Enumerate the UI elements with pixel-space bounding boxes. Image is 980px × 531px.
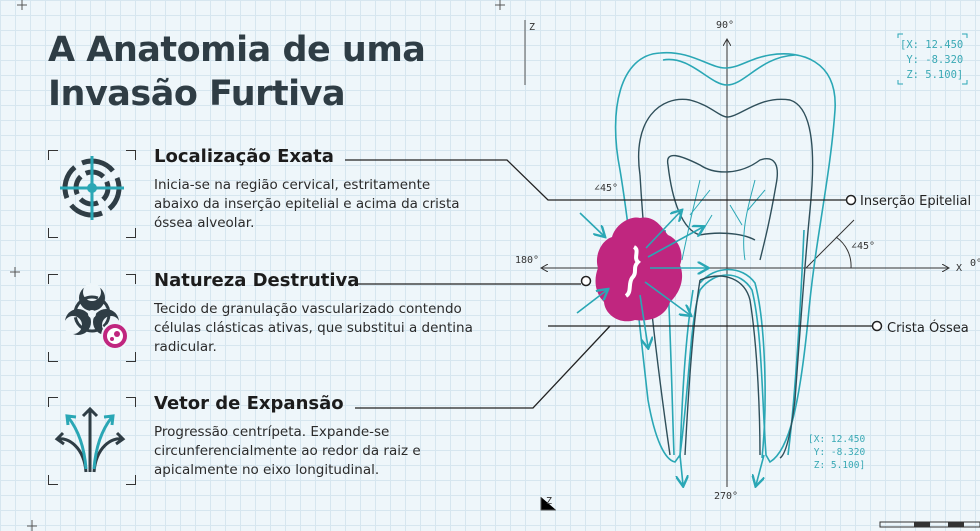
- crosshair-target-icon: [48, 150, 136, 238]
- item-description: Tecido de granulação vascularizado conte…: [154, 301, 473, 355]
- angle-180-label: 180°: [515, 255, 540, 266]
- label-insercao-epitelial: Inserção Epitelial: [860, 194, 972, 209]
- angle-45-line: [805, 219, 855, 269]
- z-axis-label-bottom: Z: [546, 496, 553, 507]
- label-crista-ossea: Crista Óssea: [887, 321, 969, 336]
- coordinate-readout-bottom: [X: 12.450 Y: -8.320 Z: 5.100]: [808, 434, 866, 471]
- z-axis-label-top: Z: [529, 22, 536, 33]
- angle-90-label: 90°: [716, 20, 735, 31]
- scale-bar: [879, 521, 980, 528]
- page-title: A Anatomia de uma Invasão Furtiva: [48, 28, 426, 116]
- item-title: Vetor de Expansão: [154, 393, 344, 414]
- angle-270-label: 270°: [714, 491, 739, 502]
- leader-lines: [345, 159, 873, 409]
- insercao-marker: [845, 194, 857, 206]
- x-axis-label: X: [956, 263, 963, 274]
- crista-marker: [871, 320, 883, 332]
- item-title: Natureza Destrutiva: [154, 270, 360, 291]
- resorption-lesion: [595, 217, 683, 322]
- diverging-arrows-icon: [48, 397, 136, 485]
- pulp-and-dentin: [638, 98, 814, 459]
- title-line-1: A Anatomia de uma: [48, 30, 426, 70]
- nerve-branches: [681, 179, 766, 261]
- title-line-2: Invasão Furtiva: [48, 74, 346, 114]
- angle-45-left: ∠45°: [594, 183, 619, 194]
- angle-0-label: 0°: [970, 258, 980, 269]
- biohazard-cell-icon: [48, 274, 136, 362]
- lesion-marker: [580, 275, 592, 287]
- item-description: Progressão centrípeta. Expande-se circun…: [154, 424, 421, 478]
- item-title: Localização Exata: [154, 146, 334, 167]
- item-description: Inicia-se na região cervical, estritamen…: [154, 177, 460, 231]
- angle-45-right: ∠45°: [851, 241, 876, 252]
- coordinate-readout-top: [X: 12.450 Y: -8.320 Z: 5.100]: [900, 39, 964, 81]
- registration-marks: [10, 0, 556, 531]
- expansion-arrows: [576, 211, 765, 485]
